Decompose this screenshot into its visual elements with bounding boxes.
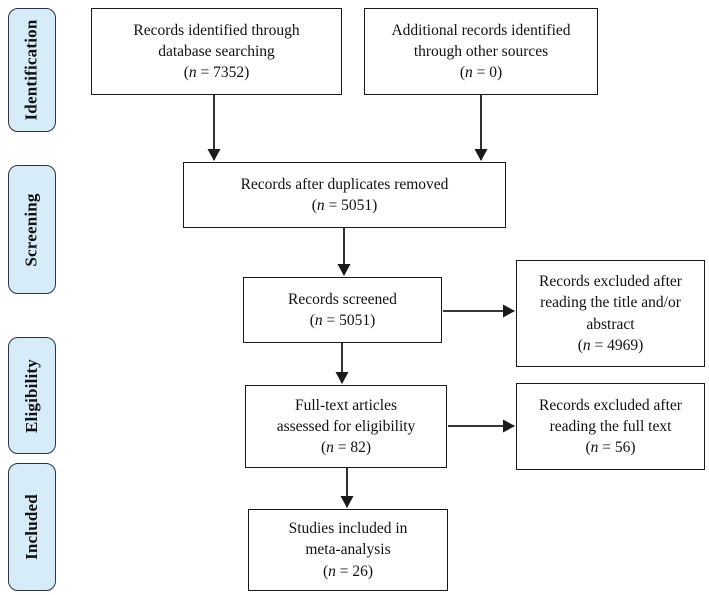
stage-label-included: Included: [8, 463, 56, 591]
box-records-identified-database: Records identified through database sear…: [91, 8, 342, 95]
box-text: Additional records identified through ot…: [391, 21, 571, 60]
box-count: (n = 5051): [309, 312, 376, 329]
box-count: (n = 82): [320, 439, 372, 457]
box-count: (n = 4969): [577, 336, 644, 354]
box-count: (n = 0): [459, 64, 503, 82]
box-text: Records excluded after reading the full …: [539, 396, 682, 435]
box-text: Records screened: [288, 290, 397, 308]
stage-label-text: Eligibility: [22, 358, 41, 433]
stage-label-identification: Identification: [8, 8, 56, 132]
box-text: Records excluded after reading the title…: [539, 273, 682, 333]
box-text: Full-text articles assessed for eligibil…: [276, 396, 416, 435]
box-text: Records after duplicates removed: [240, 175, 449, 193]
stage-label-text: Screening: [22, 192, 42, 267]
box-text: Records identified through database sear…: [133, 21, 300, 60]
box-records-after-duplicates-removed: Records after duplicates removed (n = 50…: [183, 162, 506, 228]
box-count: (n = 5051): [311, 197, 378, 214]
box-studies-included-meta-analysis: Studies included in meta-analysis (n = 2…: [248, 509, 448, 591]
box-records-excluded-title-abstract: Records excluded after reading the title…: [516, 260, 705, 367]
box-additional-records-other-sources: Additional records identified through ot…: [364, 8, 598, 95]
box-count: (n = 7352): [183, 64, 250, 82]
box-records-excluded-fulltext: Records excluded after reading the full …: [516, 383, 705, 470]
box-count: (n = 26): [322, 562, 374, 580]
stage-label-text: Included: [22, 494, 42, 560]
box-text: Studies included in meta-analysis: [288, 520, 408, 559]
box-fulltext-articles-assessed: Full-text articles assessed for eligibil…: [245, 385, 447, 468]
box-records-screened: Records screened (n = 5051): [243, 277, 442, 343]
stage-label-eligibility: Eligibility: [8, 337, 56, 454]
stage-label-screening: Screening: [8, 165, 56, 294]
stage-label-text: Identification: [22, 19, 41, 121]
box-count: (n = 56): [585, 439, 636, 457]
